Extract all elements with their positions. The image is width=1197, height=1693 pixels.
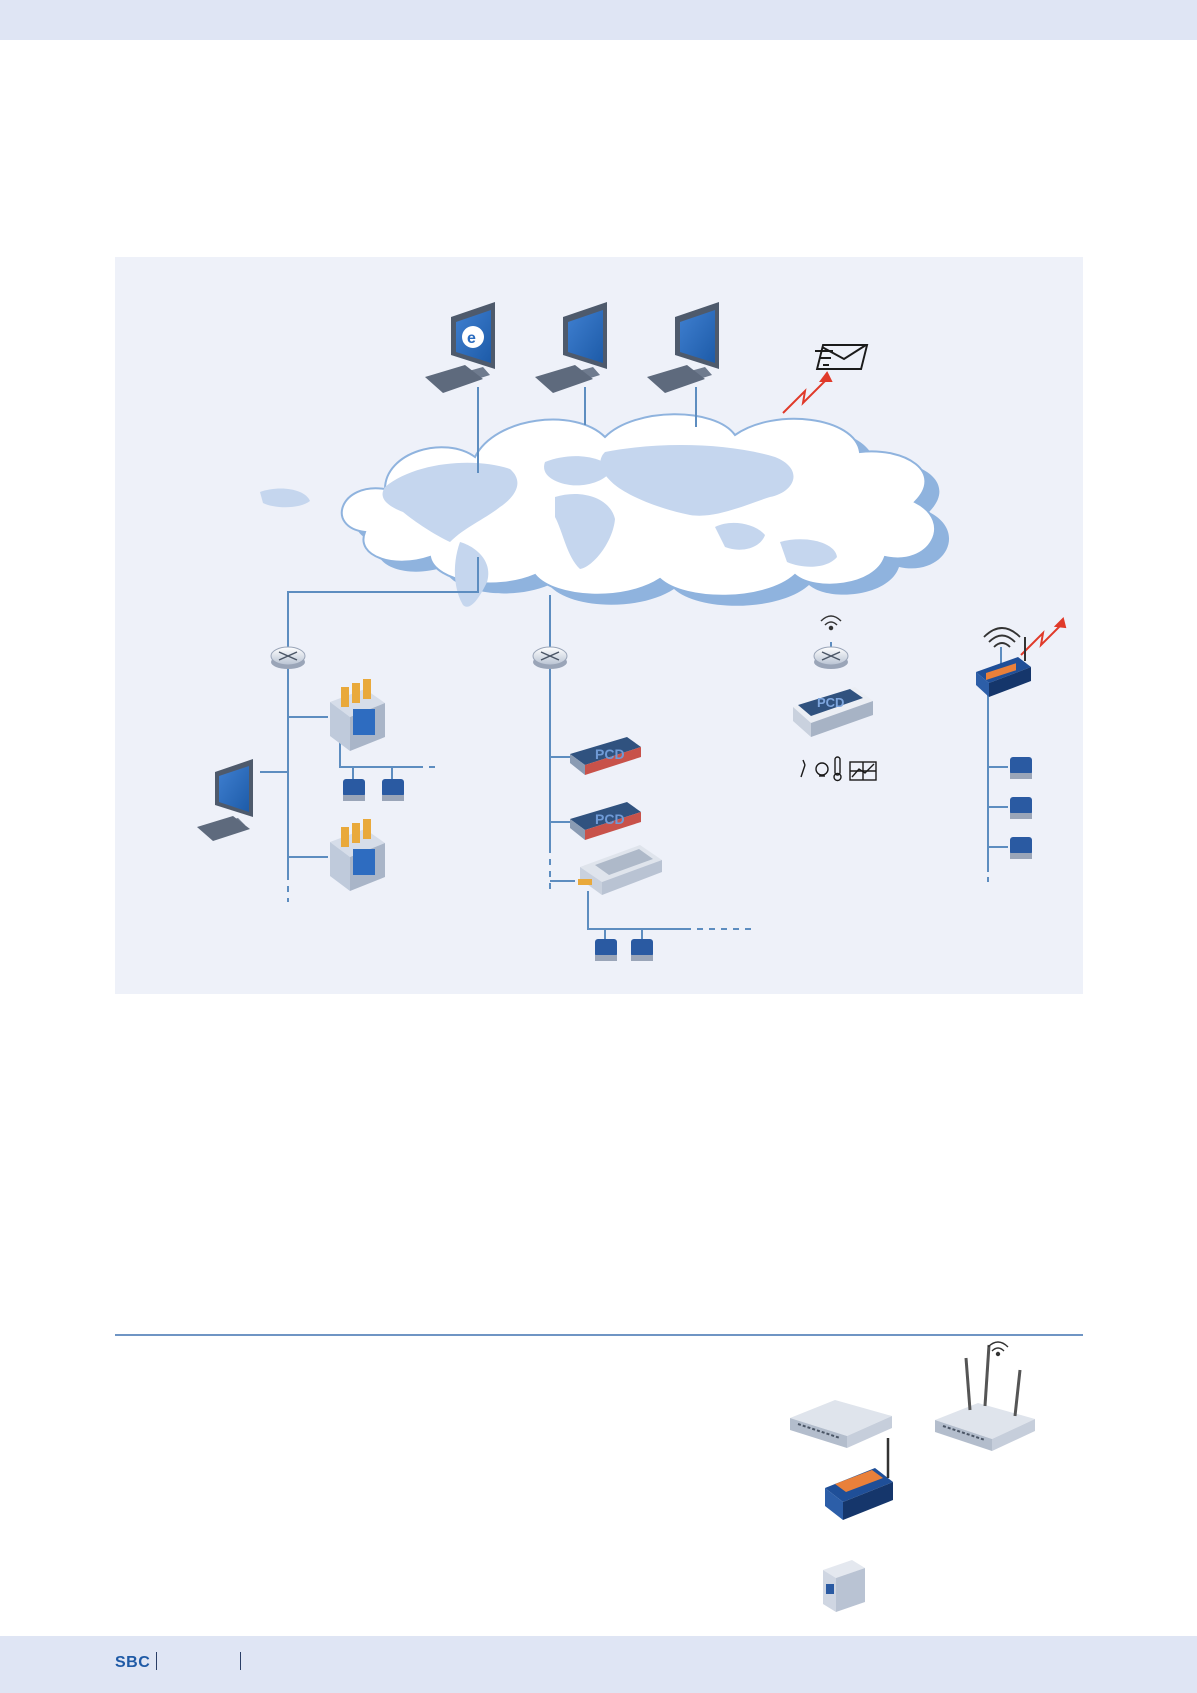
section-divider xyxy=(115,1334,1083,1336)
wifi-signal-icon xyxy=(820,615,842,631)
world-map xyxy=(260,445,837,607)
io-module xyxy=(1010,797,1032,819)
web-panel-device xyxy=(578,845,662,895)
io-module xyxy=(595,939,617,961)
network-lines xyxy=(260,387,1008,939)
wifi-signal-icon xyxy=(987,1341,1009,1357)
controller-pcd-wireless: PCD xyxy=(793,687,873,737)
footer-separator xyxy=(156,1652,157,1670)
io-module xyxy=(1010,837,1032,859)
io-module xyxy=(1010,757,1032,779)
header-band xyxy=(0,0,1197,40)
wireless-router xyxy=(935,1335,1035,1451)
svg-text:PCD: PCD xyxy=(595,811,625,827)
router-icon xyxy=(532,646,568,669)
footer-band xyxy=(0,1636,1197,1693)
wireless-controller xyxy=(825,1438,893,1520)
io-module xyxy=(631,939,653,961)
hardware-illustrations xyxy=(780,1335,1080,1620)
svg-text:PCD: PCD xyxy=(595,746,625,762)
network-diagram-svg: e xyxy=(197,302,1067,961)
io-box xyxy=(823,1560,865,1612)
envelope-icon xyxy=(815,344,869,370)
router-icon xyxy=(813,646,849,669)
pc-workstation-2 xyxy=(535,302,607,393)
controller-pcd1-1: PCD xyxy=(570,737,641,775)
svg-text:e: e xyxy=(467,330,476,347)
hardware-illustrations-svg xyxy=(790,1335,1035,1612)
pc-browser: e xyxy=(425,302,495,393)
controller-pcd1-2: PCD xyxy=(570,802,641,840)
internet-explorer-icon: e xyxy=(462,326,484,348)
pc-left-segment xyxy=(197,759,253,841)
network-diagram: e xyxy=(115,257,1083,994)
io-module xyxy=(382,779,404,801)
switch-lamp-thermometer-chart-icon xyxy=(800,756,877,782)
radio-signal-arrow-icon xyxy=(1020,617,1067,656)
svg-text:PCD: PCD xyxy=(817,695,844,710)
wireless-controller xyxy=(976,637,1031,697)
network-switch xyxy=(790,1400,892,1448)
wifi-signal-icon xyxy=(983,627,1021,648)
footer-brand-label: SBC xyxy=(115,1654,151,1671)
radio-signal-arrow-icon xyxy=(782,371,833,414)
footer-separator xyxy=(240,1652,241,1670)
router-icon xyxy=(270,646,306,669)
pc-workstation-3 xyxy=(647,302,719,393)
io-module xyxy=(343,779,365,801)
controller-pcd3-bottom xyxy=(330,819,385,891)
controller-pcd3-top xyxy=(330,679,385,751)
internet-cloud xyxy=(260,413,950,607)
